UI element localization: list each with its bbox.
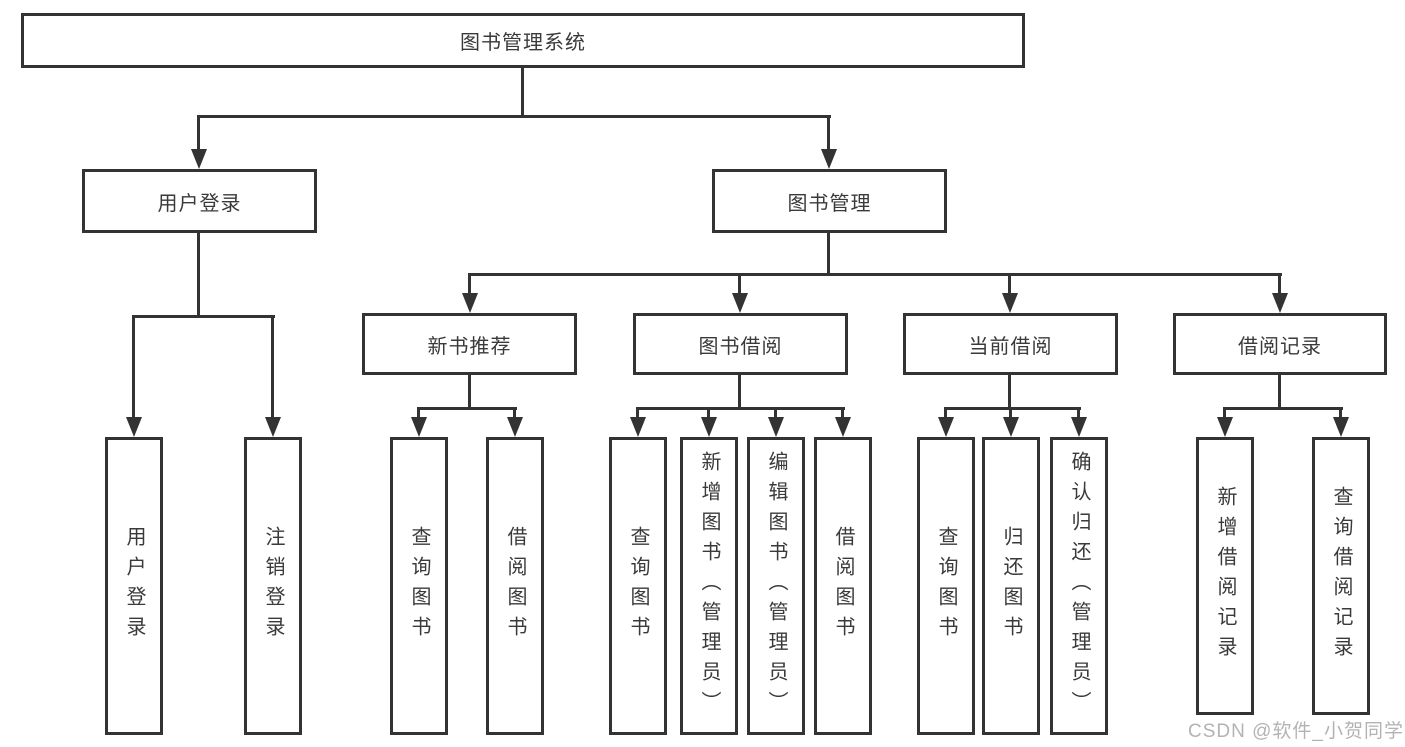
leaf-label: 查询图书	[408, 526, 430, 646]
node-new-book-recommend: 新书推荐	[362, 313, 577, 375]
leaf-label: 借阅图书	[832, 526, 854, 646]
connector	[197, 115, 200, 153]
connector	[417, 407, 420, 421]
leaf-borrow-book-2: 借阅图书	[814, 437, 872, 735]
arrow-down-icon	[835, 417, 851, 437]
connector	[468, 273, 471, 297]
leaf-add-book-admin: 新增图书（管理员）	[680, 437, 738, 735]
arrow-down-icon	[1002, 293, 1018, 313]
watermark: CSDN @软件_小贺同学	[1188, 721, 1404, 742]
node-borrow-records: 借阅记录	[1173, 313, 1387, 375]
connector	[417, 407, 517, 410]
arrow-down-icon	[1272, 293, 1288, 313]
leaf-label: 借阅图书	[504, 526, 526, 646]
leaf-label: 查询借阅记录	[1330, 486, 1352, 666]
connector	[1278, 375, 1281, 410]
arrow-down-icon	[507, 417, 523, 437]
arrow-down-icon	[732, 293, 748, 313]
leaf-logout: 注销登录	[244, 437, 302, 735]
arrow-down-icon	[265, 417, 281, 437]
leaf-label: 归还图书	[1000, 526, 1022, 646]
leaf-query-book-3: 查询图书	[917, 437, 975, 735]
arrow-down-icon	[462, 293, 478, 313]
arrow-down-icon	[938, 417, 954, 437]
connector	[738, 375, 741, 410]
connector	[132, 315, 275, 318]
connector	[944, 407, 1081, 410]
leaf-label: 查询图书	[627, 526, 649, 646]
connector	[1223, 407, 1226, 421]
connector	[468, 273, 1282, 276]
leaf-user-login: 用户登录	[105, 437, 163, 735]
connector	[1278, 273, 1281, 297]
connector	[1077, 407, 1080, 421]
connector	[521, 68, 524, 117]
connector	[271, 315, 274, 421]
connector	[827, 233, 830, 275]
connector	[944, 407, 947, 421]
connector	[827, 115, 830, 153]
connector	[636, 407, 845, 410]
leaf-query-book-2: 查询图书	[609, 437, 667, 735]
arrow-down-icon	[1333, 417, 1349, 437]
connector	[468, 375, 471, 410]
arrow-down-icon	[191, 149, 207, 169]
connector	[197, 115, 831, 118]
leaf-return-book: 归还图书	[982, 437, 1040, 735]
connector	[1008, 375, 1011, 410]
arrow-down-icon	[1003, 417, 1019, 437]
connector	[774, 407, 777, 421]
connector	[1009, 407, 1012, 421]
node-root: 图书管理系统	[21, 13, 1025, 68]
leaf-label: 查询图书	[935, 526, 957, 646]
node-book-management: 图书管理	[712, 169, 947, 233]
arrow-down-icon	[411, 417, 427, 437]
connector	[132, 315, 135, 421]
leaf-label: 新增图书（管理员）	[698, 451, 720, 721]
node-book-borrow: 图书借阅	[633, 313, 848, 375]
leaf-label: 编辑图书（管理员）	[765, 451, 787, 721]
connector	[841, 407, 844, 421]
node-current-borrow: 当前借阅	[903, 313, 1118, 375]
arrow-down-icon	[1071, 417, 1087, 437]
connector	[513, 407, 516, 421]
leaf-label: 用户登录	[123, 526, 145, 646]
arrow-down-icon	[630, 417, 646, 437]
arrow-down-icon	[821, 149, 837, 169]
leaf-edit-book-admin: 编辑图书（管理员）	[747, 437, 805, 735]
leaf-add-borrow-record: 新增借阅记录	[1196, 437, 1254, 715]
connector	[1008, 273, 1011, 297]
connector	[1339, 407, 1342, 421]
connector	[738, 273, 741, 297]
connector	[636, 407, 639, 421]
connector	[1223, 407, 1343, 410]
leaf-label: 新增借阅记录	[1214, 486, 1236, 666]
arrow-down-icon	[701, 417, 717, 437]
leaf-label: 确认归还（管理员）	[1068, 451, 1090, 721]
arrow-down-icon	[768, 417, 784, 437]
connector	[197, 233, 200, 318]
arrow-down-icon	[126, 417, 142, 437]
arrow-down-icon	[1217, 417, 1233, 437]
node-user-login: 用户登录	[82, 169, 317, 233]
leaf-borrow-book-1: 借阅图书	[486, 437, 544, 735]
connector	[707, 407, 710, 421]
leaf-query-book-1: 查询图书	[390, 437, 448, 735]
leaf-label: 注销登录	[262, 526, 284, 646]
leaf-confirm-return-admin: 确认归还（管理员）	[1050, 437, 1108, 735]
leaf-query-borrow-record: 查询借阅记录	[1312, 437, 1370, 715]
